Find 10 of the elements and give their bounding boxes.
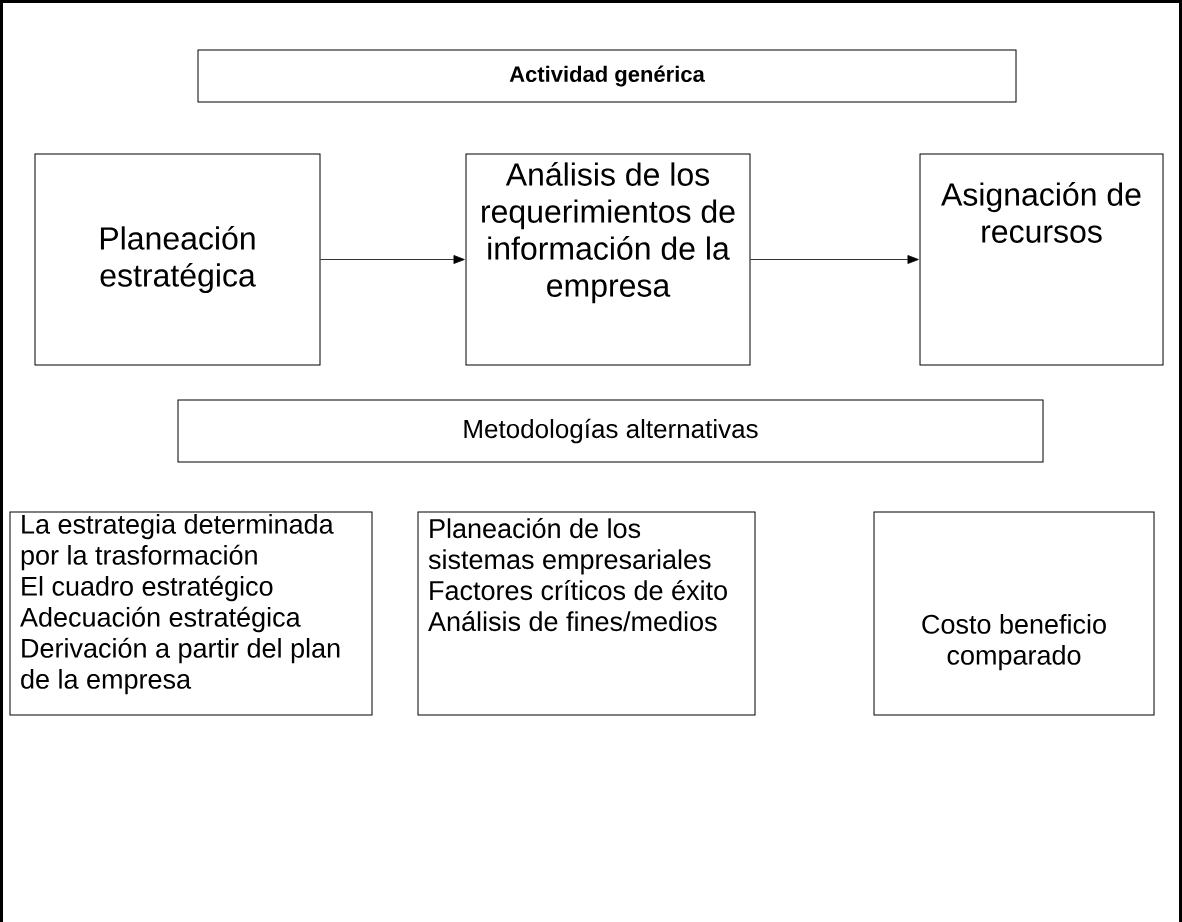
heading-box: Actividad genérica: [197, 49, 1017, 103]
text-box: Costo beneficio comparado: [873, 511, 1155, 716]
process-box: Planeación estratégica: [34, 153, 321, 366]
process-box: Asignación de recursos: [919, 153, 1164, 366]
list-box: La estrategia determinada por la trasformación El cuadro estratégico Adecuación estratégica Derivación a partir del plan de la empresa: [9, 511, 373, 716]
process-box: Análisis de los requerimientos de información de la empresa: [465, 153, 751, 366]
arrow: [750, 255, 919, 264]
arrow: [320, 255, 465, 264]
heading-box: Metodologías alternativas: [177, 399, 1044, 463]
list-box: Planeación de los sistemas empresariales Factores críticos de éxito Análisis de fines/medios: [417, 511, 756, 716]
